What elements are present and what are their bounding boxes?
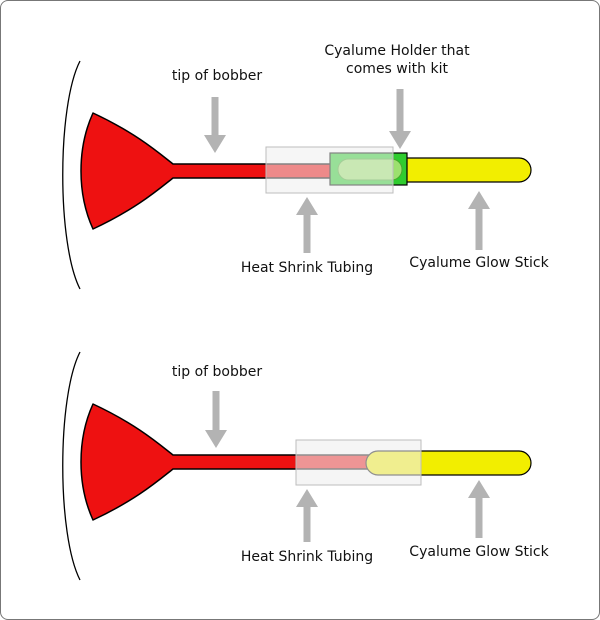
arrow-tip-of-bobber-bottom — [205, 391, 227, 448]
label-glow-stick-bottom: Cyalume Glow Stick — [409, 544, 549, 560]
label-tip-of-bobber-bottom: tip of bobber — [171, 364, 263, 380]
arrow-tip-of-bobber-top — [204, 97, 226, 153]
arrow-glow-stick-top — [468, 191, 490, 250]
label-glow-stick-top: Cyalume Glow Stick — [409, 255, 549, 271]
bobber-tip-bottom — [80, 403, 377, 521]
label-heat-shrink-top: Heat Shrink Tubing — [240, 260, 374, 276]
arrow-glow-stick-bottom — [468, 480, 490, 538]
arrow-heat-shrink-top — [296, 197, 318, 253]
glow-stick-top — [380, 157, 532, 183]
label-cyalume-holder: Cyalume Holder that comes with kit — [324, 43, 470, 77]
label-tip-of-bobber-top: tip of bobber — [171, 68, 263, 84]
label-heat-shrink-bottom: Heat Shrink Tubing — [240, 549, 374, 565]
bobber-body-arc-top — [62, 60, 81, 290]
arrow-cyalume-holder — [389, 89, 411, 149]
heat-shrink-tubing-top — [265, 146, 394, 194]
bobber-tip-top — [80, 112, 349, 230]
heat-shrink-tubing-bottom — [295, 439, 422, 486]
arrow-heat-shrink-bottom — [296, 489, 318, 542]
bobber-body-arc-bottom — [62, 351, 81, 581]
